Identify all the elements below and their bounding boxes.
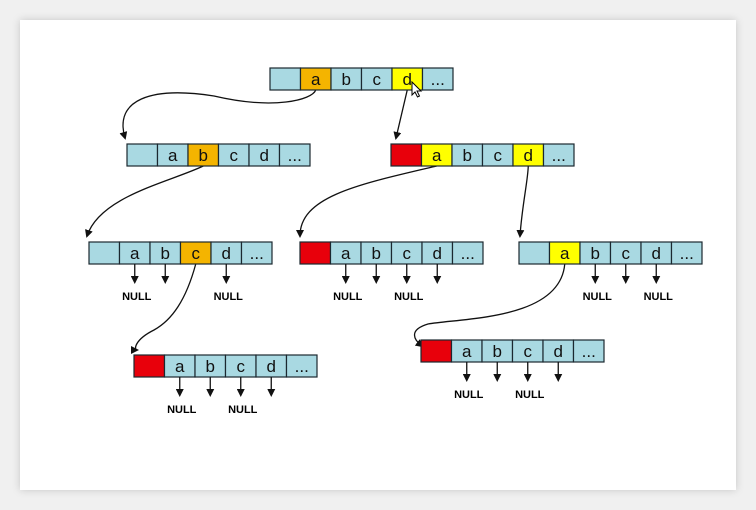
cell-label: d bbox=[403, 70, 412, 89]
node-cell bbox=[240, 241, 273, 265]
cell-label: c bbox=[237, 357, 246, 376]
child-pointer-arrow bbox=[85, 165, 204, 238]
cell-label: b bbox=[372, 244, 381, 263]
child-pointer-arrow bbox=[296, 165, 437, 238]
null-label: NULL bbox=[122, 291, 152, 303]
node-cell bbox=[518, 241, 551, 265]
edges-layer bbox=[85, 89, 566, 354]
node-cell bbox=[88, 241, 121, 265]
cell-label: c bbox=[192, 244, 201, 263]
trie-node: a b c d... bbox=[126, 143, 311, 167]
trie-node: a b c d... bbox=[269, 67, 454, 91]
cell-label: c bbox=[230, 146, 239, 165]
node-cell bbox=[133, 354, 166, 378]
child-pointer-arrow bbox=[413, 263, 566, 348]
cell-label: d bbox=[652, 244, 661, 263]
null-label: NULL bbox=[167, 404, 197, 416]
cell-label: b bbox=[199, 146, 208, 165]
cell-label: a bbox=[432, 146, 442, 165]
null-label: NULL bbox=[454, 389, 484, 401]
cell-label: b bbox=[161, 244, 170, 263]
cell-label: ... bbox=[552, 146, 566, 165]
null-label: NULL bbox=[583, 291, 613, 303]
null-label: NULL bbox=[644, 291, 674, 303]
node-cell bbox=[278, 143, 311, 167]
cell-label: ... bbox=[288, 146, 302, 165]
null-label: NULL bbox=[333, 291, 363, 303]
cell-label: ... bbox=[680, 244, 694, 263]
cell-label: ... bbox=[295, 357, 309, 376]
node-cell bbox=[670, 241, 703, 265]
cell-label: ... bbox=[582, 342, 596, 361]
child-pointer-arrow bbox=[119, 89, 317, 140]
trie-node: a b c d... bbox=[299, 241, 484, 265]
cell-label: ... bbox=[431, 70, 445, 89]
node-cell bbox=[420, 339, 453, 363]
cell-label: d bbox=[524, 146, 533, 165]
cell-label: ... bbox=[461, 244, 475, 263]
nulls-layer: NULL NULL NULL NULL NULL NULL NULL NULL NULL NULL bbox=[122, 264, 673, 416]
cell-label: a bbox=[130, 244, 140, 263]
trie-node: a b c d... bbox=[133, 354, 318, 378]
cell-label: a bbox=[168, 146, 178, 165]
null-label: NULL bbox=[228, 404, 258, 416]
cell-label: a bbox=[311, 70, 321, 89]
cell-label: d bbox=[260, 146, 269, 165]
trie-node: a b c d... bbox=[390, 143, 575, 167]
null-label: NULL bbox=[515, 389, 545, 401]
cell-label: b bbox=[342, 70, 351, 89]
cell-label: c bbox=[373, 70, 382, 89]
cell-label: b bbox=[206, 357, 215, 376]
mouse-pointer-icon bbox=[411, 80, 423, 98]
cell-label: c bbox=[524, 342, 533, 361]
nodes-layer: a b c d... a b c d... a b c d... a b c d... a b c d... a b c d.… bbox=[88, 67, 703, 378]
cell-label: d bbox=[554, 342, 563, 361]
cell-label: a bbox=[462, 342, 472, 361]
cell-label: d bbox=[222, 244, 231, 263]
cell-label: c bbox=[494, 146, 503, 165]
trie-node: a b c d... bbox=[420, 339, 605, 363]
node-cell bbox=[451, 241, 484, 265]
cell-label: c bbox=[622, 244, 631, 263]
cell-label: a bbox=[341, 244, 351, 263]
cell-label: d bbox=[267, 357, 276, 376]
node-cell bbox=[285, 354, 318, 378]
node-cell bbox=[421, 67, 454, 91]
child-pointer-arrow bbox=[516, 165, 529, 238]
cell-label: a bbox=[175, 357, 185, 376]
node-cell bbox=[126, 143, 159, 167]
null-label: NULL bbox=[394, 291, 424, 303]
node-cell bbox=[572, 339, 605, 363]
node-cell bbox=[299, 241, 332, 265]
node-cell bbox=[269, 67, 302, 91]
null-label: NULL bbox=[214, 291, 244, 303]
cell-label: b bbox=[463, 146, 472, 165]
cell-label: b bbox=[493, 342, 502, 361]
cell-label: b bbox=[591, 244, 600, 263]
cell-label: a bbox=[560, 244, 570, 263]
node-cell bbox=[390, 143, 423, 167]
cell-label: ... bbox=[250, 244, 264, 263]
trie-node: a b c d... bbox=[88, 241, 273, 265]
cell-label: d bbox=[433, 244, 442, 263]
child-pointer-arrow bbox=[130, 263, 197, 354]
child-pointer-arrow bbox=[393, 89, 408, 140]
cell-label: c bbox=[403, 244, 412, 263]
trie-node: a b c d... bbox=[518, 241, 703, 265]
node-cell bbox=[542, 143, 575, 167]
